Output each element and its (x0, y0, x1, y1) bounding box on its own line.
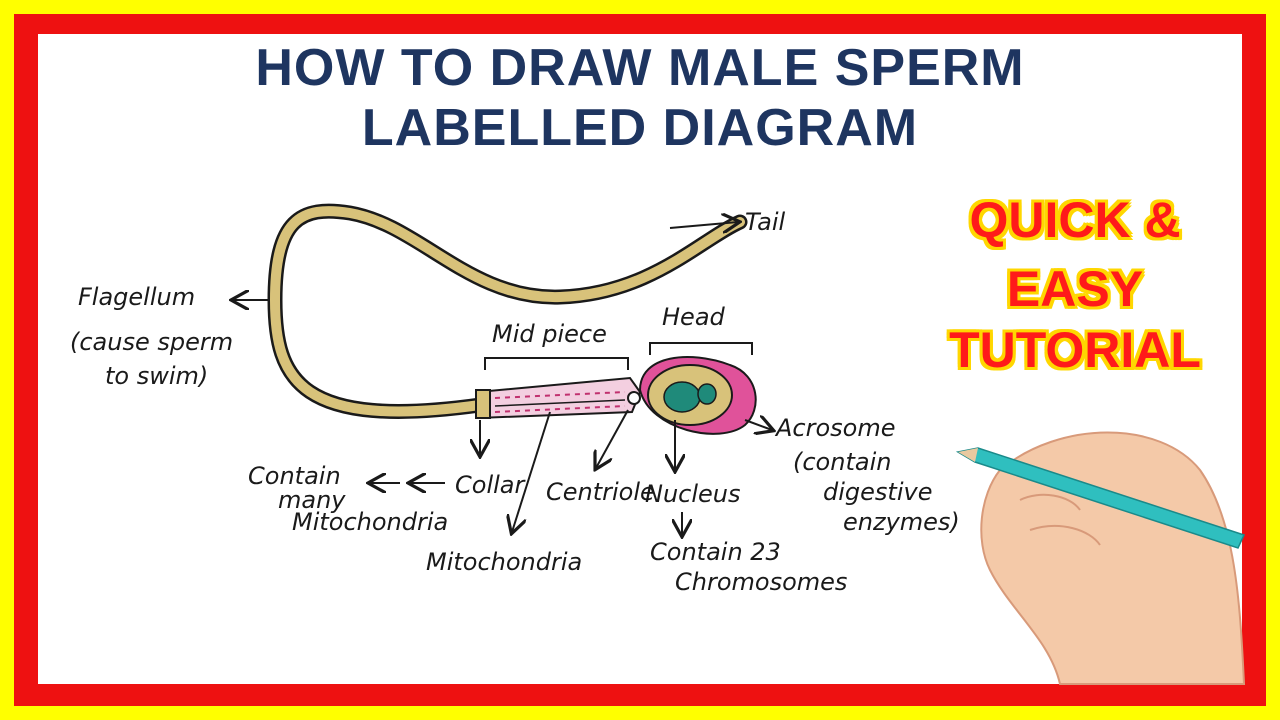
badge-easy: EASY (1006, 261, 1144, 317)
label-contain-3: Mitochondria (292, 508, 448, 536)
title-line-1: HOW TO DRAW MALE SPERM (255, 39, 1025, 97)
label-contain-2: many (278, 486, 346, 514)
label-flagellum-note-1: (cause sperm (70, 328, 233, 356)
label-chromosomes-1: Contain 23 (650, 538, 781, 566)
label-contain-1: Contain (248, 462, 341, 490)
label-tail: Tail (745, 208, 786, 236)
badge-tutorial: TUTORIAL (949, 322, 1201, 378)
label-head: Head (662, 303, 726, 331)
label-acrosome-note-2: digestive (823, 478, 932, 506)
label-mid-piece: Mid piece (492, 320, 607, 348)
label-nucleus: Nucleus (645, 480, 741, 508)
title-line-2: LABELLED DIAGRAM (361, 99, 919, 157)
label-acrosome-note-3: enzymes) (843, 508, 960, 536)
label-chromosomes-2: Chromosomes (675, 568, 847, 596)
badge-quick: QUICK & (969, 192, 1181, 248)
label-acrosome: Acrosome (774, 414, 896, 442)
nucleus-shape (663, 381, 701, 413)
drawing-hand-illustration (955, 431, 1246, 685)
label-flagellum: Flagellum (78, 283, 195, 311)
label-mitochondria: Mitochondria (426, 548, 582, 576)
label-acrosome-note-1: (contain (793, 448, 891, 476)
label-collar: Collar (455, 471, 526, 499)
label-centriole: Centriole (546, 478, 655, 506)
mid-piece (475, 376, 642, 420)
sperm-head (638, 356, 757, 435)
label-flagellum-note-2: to swim) (105, 362, 208, 390)
centriole-dot (627, 391, 641, 405)
